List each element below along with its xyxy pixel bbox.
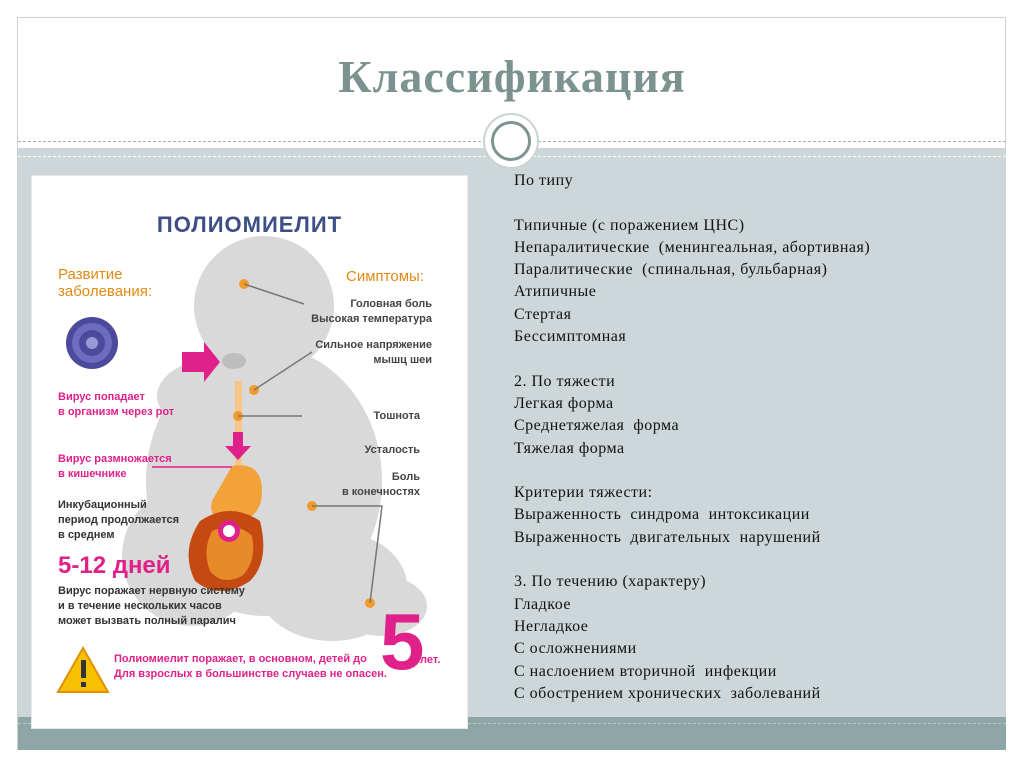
- polio-infographic: ПОЛИОМИЕЛИТ Развитие заболевания: Симпто…: [32, 176, 467, 728]
- incubation-2: период продолжается: [58, 514, 180, 526]
- virus-multiplies-1: Вирус размножается: [58, 453, 172, 465]
- symptom-neck-2: мышц шеи: [373, 354, 432, 366]
- intestines-inner: [206, 527, 254, 580]
- warning-line-2: Для взрослых в большинстве случаев не оп…: [114, 668, 387, 680]
- course-item: С осложнениями: [514, 640, 637, 658]
- warning-text: Полиомиелит поражает, в основном, детей …: [114, 652, 394, 682]
- severity-item: Тяжелая форма: [514, 439, 625, 457]
- course-item: Гладкое: [514, 595, 572, 613]
- type-item: Непаралитические (менингеальная, абортив…: [514, 238, 871, 256]
- type-item: Типичные (с поражением ЦНС): [514, 216, 745, 234]
- development-label: Развитие заболевания:: [58, 266, 153, 300]
- nervous-2: и в течение нескольких часов: [58, 600, 222, 612]
- course-item: Негладкое: [514, 617, 589, 635]
- incubation-days: 5-12 дней: [58, 552, 171, 579]
- virus-multiplies-2: в кишечнике: [58, 468, 127, 480]
- course-item: С наслоением вторичной инфекции: [514, 662, 777, 680]
- by-type-heading: По типу: [514, 172, 574, 189]
- type-item: Атипичные: [514, 283, 597, 301]
- warning-triangle-icon: [56, 645, 110, 693]
- slide-title: Классификация: [338, 51, 686, 102]
- limb-connector: [312, 505, 383, 604]
- virus-enters-1: Вирус попадает: [58, 391, 145, 403]
- type-item: Паралитические (спинальная, бульбарная): [514, 261, 828, 279]
- type-item: Бессимптомная: [514, 328, 627, 346]
- by-course-heading: 3. По течению (характеру): [514, 573, 707, 591]
- symptom-neck-1: Сильное напряжение: [315, 339, 432, 351]
- course-item: С обострением хронических заболеваний: [514, 684, 821, 702]
- severity-item: Среднетяжелая форма: [514, 417, 680, 435]
- title-ring-ornament: [483, 113, 539, 169]
- virus-enters-2: в организм через рот: [58, 406, 175, 418]
- stomach: [211, 465, 262, 521]
- severity-item: Легкая форма: [514, 394, 614, 412]
- nervous-3: может вызвать полный паралич: [58, 615, 236, 627]
- neck-connector: [253, 351, 313, 391]
- footer-bar: [18, 717, 1006, 750]
- entry-arrow-icon: [182, 342, 220, 382]
- by-severity-heading: 2. По тяжести: [514, 372, 616, 390]
- symptom-headache: Головная боль: [350, 298, 432, 310]
- criteria-item: Выраженность двигательных нарушений: [514, 528, 821, 546]
- symptoms-label: Симптомы:: [346, 268, 424, 285]
- infographic-illustration: [56, 236, 427, 693]
- classification-list: По типу Типичные (с поражением ЦНС) Непа…: [514, 170, 870, 705]
- nervous-1: Вирус поражает нервную систему: [58, 585, 245, 597]
- incubation-3: в среднем: [58, 529, 115, 541]
- age-number: 5: [380, 597, 425, 686]
- criteria-heading: Критерии тяжести:: [514, 484, 653, 502]
- head-connector: [243, 283, 305, 305]
- mouth-shape: [222, 353, 246, 369]
- symptom-pain-2: в конечностях: [341, 486, 420, 498]
- symptom-nausea: Тошнота: [373, 410, 420, 422]
- virus-particle-icon: [66, 317, 118, 369]
- poster-title: ПОЛИОМИЕЛИТ: [156, 212, 343, 237]
- symptom-pain-1: Боль: [391, 471, 420, 483]
- warning-line-1: Полиомиелит поражает, в основном, детей …: [114, 653, 367, 665]
- symptom-fatigue: Усталость: [364, 444, 420, 456]
- age-unit: лет.: [420, 654, 441, 666]
- incubation-1: Инкубационный: [58, 499, 147, 511]
- type-item: Стертая: [514, 305, 572, 323]
- esophagus: [235, 381, 242, 471]
- symptom-fever: Высокая температура: [311, 313, 432, 325]
- criteria-item: Выраженность синдрома интоксикации: [514, 506, 810, 524]
- down-arrow-icon: [225, 432, 251, 460]
